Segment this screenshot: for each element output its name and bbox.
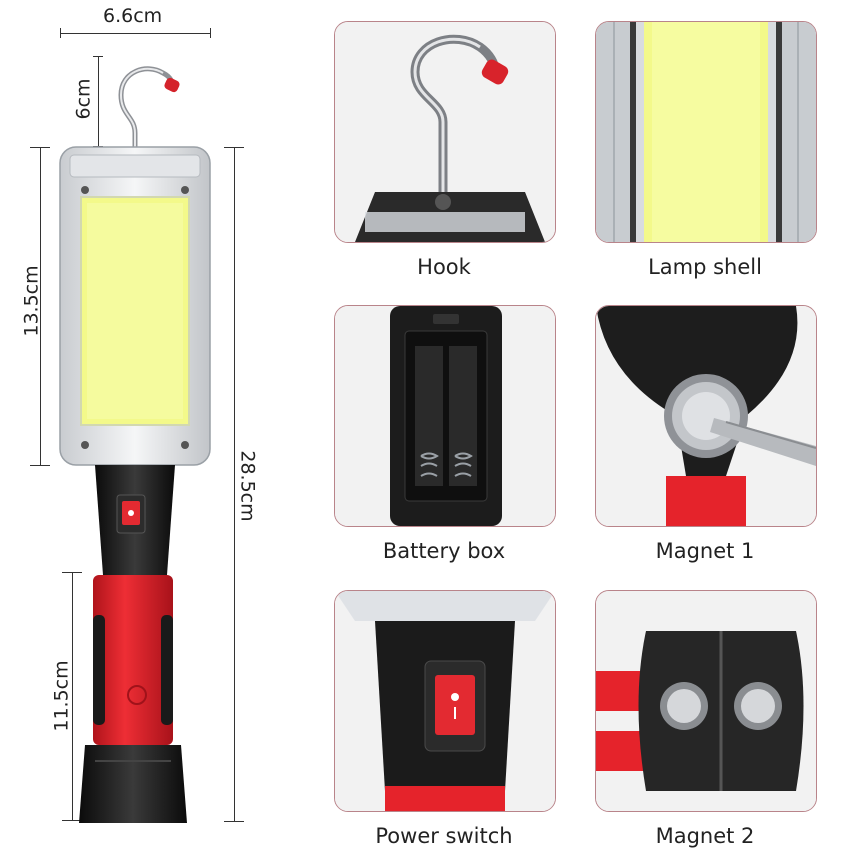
handle-dimension-tick-bottom xyxy=(62,820,82,821)
total-dimension-tick-bottom xyxy=(224,821,244,822)
handle-dimension-line xyxy=(72,572,73,820)
lamp-shell-caption: Lamp shell xyxy=(648,255,762,279)
hook-dimension-line xyxy=(98,56,99,146)
power-switch-panel xyxy=(334,590,556,812)
battery-box-detail-image xyxy=(335,306,555,526)
width-dimension-tick-right xyxy=(210,28,211,38)
lamp-dimension-line xyxy=(40,147,41,465)
battery-box-caption: Battery box xyxy=(382,539,506,563)
width-dimension-line xyxy=(60,33,211,34)
magnet-2-panel xyxy=(595,590,817,812)
lamp-dimension-tick-top xyxy=(30,147,50,148)
battery-box-panel xyxy=(334,305,556,527)
worklight-full-product xyxy=(59,66,211,823)
total-dimension-tick-top xyxy=(224,147,244,148)
power-switch-caption: Power switch xyxy=(375,824,513,848)
total-dimension-line xyxy=(234,147,235,821)
hook-detail-image xyxy=(335,22,555,242)
hook-caption: Hook xyxy=(417,255,471,279)
width-dimension-tick-left xyxy=(60,28,61,38)
magnet-2-detail-image xyxy=(596,591,816,811)
magnet-1-panel xyxy=(595,305,817,527)
power-switch-detail-image xyxy=(335,591,555,811)
lamp-dimension-label: 13.5cm xyxy=(20,265,43,337)
magnet-2-caption: Magnet 2 xyxy=(655,824,755,848)
handle-dimension-tick-top xyxy=(62,572,82,573)
lamp-dimension-tick-bottom xyxy=(30,465,50,466)
magnet-1-caption: Magnet 1 xyxy=(655,539,755,563)
total-dimension-label: 28.5cm xyxy=(236,450,259,522)
lamp-shell-panel xyxy=(595,21,817,243)
width-dimension-label: 6.6cm xyxy=(103,5,163,27)
hook-panel xyxy=(334,21,556,243)
lamp-shell-detail-image xyxy=(596,22,816,242)
hook-dimension-tick-top xyxy=(93,56,103,57)
magnet-1-detail-image xyxy=(596,306,816,526)
